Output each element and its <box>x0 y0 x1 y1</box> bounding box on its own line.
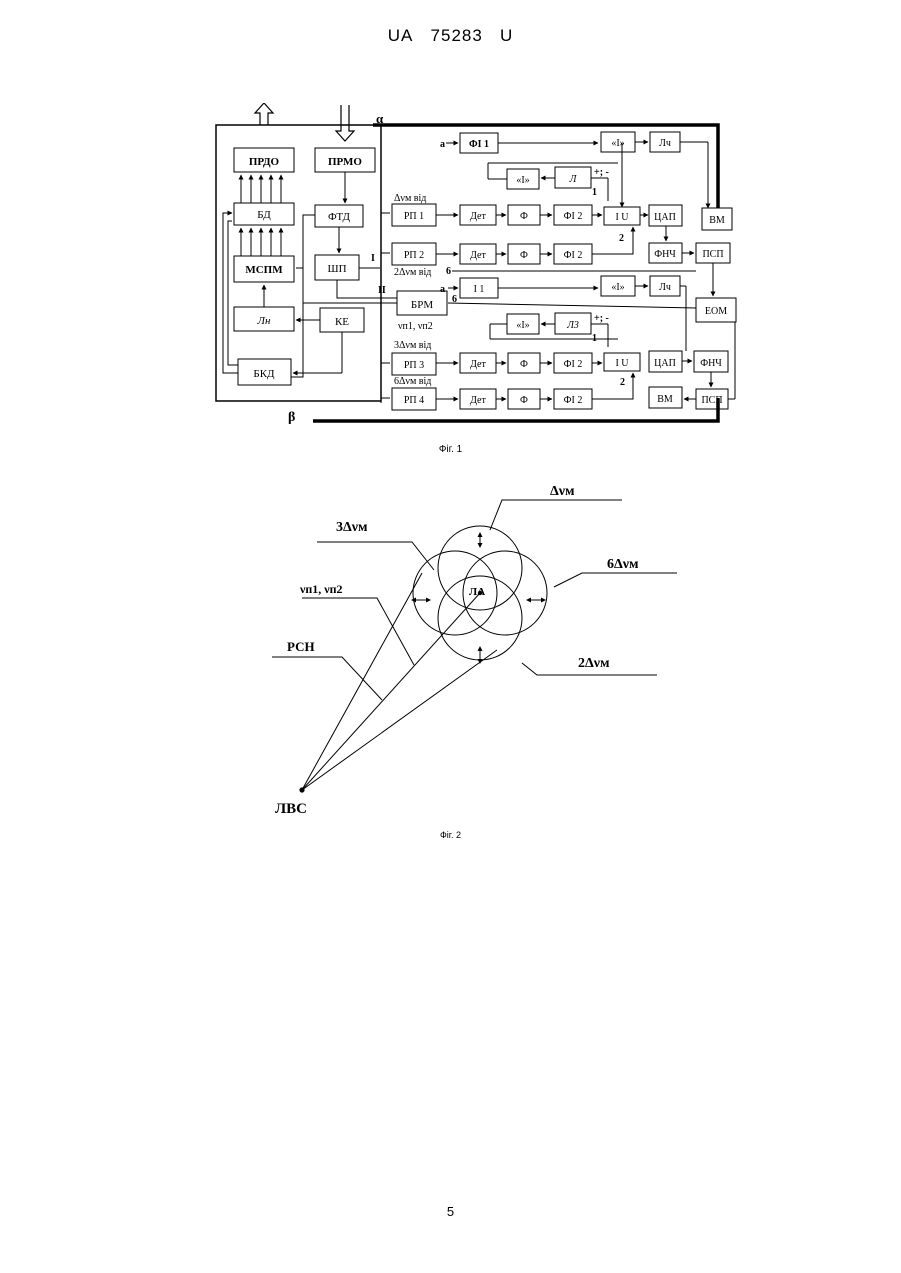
label-fig2-rsn: РСН <box>287 639 315 654</box>
header-kind: U <box>500 26 513 46</box>
block-prmo: ПРМО <box>328 156 362 168</box>
label-alpha: α <box>376 111 384 126</box>
label-dv2: 2Δνм від <box>394 267 431 278</box>
figure-2-caption: Фіг. 2 <box>0 830 901 840</box>
label-roman-2: ІІ <box>378 285 386 296</box>
block-psp-bot: ПСП <box>701 395 722 406</box>
figure-2-diagram: Δνм 3Δνм 6Δνм 2Δνм νп1, νп2 РСН ЛА ЛВС <box>262 475 692 825</box>
label-fig2-la: ЛА <box>469 586 485 598</box>
block-f3: Ф <box>520 359 528 370</box>
block-shp: ШП <box>327 263 346 275</box>
header-country: UA <box>388 26 414 46</box>
label-fig2-dv6: 6Δνм <box>607 557 639 572</box>
label-a-1: а <box>440 139 445 150</box>
block-rp1: РП 1 <box>404 211 424 222</box>
block-vm-top: ВМ <box>709 215 725 226</box>
label-fig2-dv3: 3Δνм <box>336 520 368 535</box>
block-fi2-4: ФІ 2 <box>564 395 583 406</box>
block-f1: Ф <box>520 211 528 222</box>
block-det1: Дет <box>470 211 486 222</box>
figure-1-caption: Фіг. 1 <box>0 444 901 455</box>
figure-1-block-diagram: ПРДО ПРМО БД ФТД МСПМ ШП Лн КЕ БКД БРМ Ф… <box>208 103 745 435</box>
block-rp2: РП 2 <box>404 250 424 261</box>
block-prdo: ПРДО <box>249 156 280 168</box>
label-one-1: 1 <box>592 187 597 198</box>
block-lch-mid: Лч <box>659 282 671 293</box>
block-fi2-3: ФІ 2 <box>564 359 583 370</box>
block-psp-top: ПСП <box>702 249 723 260</box>
block-i1: І 1 <box>474 284 485 295</box>
label-two-1: 2 <box>619 233 624 244</box>
block-int2-mid: «І» <box>516 320 529 331</box>
block-brm: БРМ <box>411 299 433 311</box>
label-roman-1: І <box>371 253 375 264</box>
label-dv: Δνм від <box>394 193 426 204</box>
label-beta: β <box>288 410 295 425</box>
label-six-1: 6 <box>446 266 451 277</box>
page-number: 5 <box>0 1204 901 1219</box>
block-f4: Ф <box>520 395 528 406</box>
block-fi2-2: ФІ 2 <box>564 250 583 261</box>
block-rp4: РП 4 <box>404 395 424 406</box>
label-pm-1: +; - <box>594 167 609 178</box>
block-fnch-top: ФНЧ <box>654 249 676 260</box>
block-eom: ЕОМ <box>705 306 727 317</box>
block-fnch-bot: ФНЧ <box>700 358 722 369</box>
label-dv6: 6Δνм від <box>394 376 431 387</box>
block-fi2-1: ФІ 2 <box>564 211 583 222</box>
label-fig2-dv2: 2Δνм <box>578 656 610 671</box>
block-det3: Дет <box>470 359 486 370</box>
block-lch-top: Лч <box>659 138 671 149</box>
label-six-2: 6 <box>452 294 457 305</box>
block-cap-top: ЦАП <box>654 212 676 223</box>
block-det4: Дет <box>470 395 486 406</box>
block-mspm: МСПМ <box>245 264 283 276</box>
label-fig2-dv: Δνм <box>550 484 575 499</box>
block-i-u-top: І U <box>615 212 629 223</box>
label-fig2-lvs: ЛВС <box>275 801 307 817</box>
label-two-2: 2 <box>620 377 625 388</box>
block-cap-bot: ЦАП <box>654 358 676 369</box>
label-fig2-vn: νп1, νп2 <box>299 582 343 596</box>
block-ln: Лн <box>257 315 271 327</box>
block-bkd: БКД <box>253 368 275 380</box>
block-vm-bot: ВМ <box>657 394 673 405</box>
block-i-u-bot: І U <box>615 358 629 369</box>
block-l-top: Л <box>569 174 578 185</box>
label-one-2: 1 <box>592 333 597 344</box>
block-fi1: ФІ 1 <box>469 139 489 150</box>
block-int2-top: «І» <box>516 175 529 186</box>
block-f2: Ф <box>520 250 528 261</box>
block-ke: КЕ <box>335 316 349 328</box>
block-rp3: РП 3 <box>404 360 424 371</box>
block-int-top: «І» <box>611 138 624 149</box>
block-ftd: ФТД <box>328 211 350 223</box>
label-a-2: а <box>440 284 445 295</box>
block-det2: Дет <box>470 250 486 261</box>
header-number: 75283 <box>431 26 483 46</box>
block-int-mid: «І» <box>611 282 624 293</box>
label-vn: νп1, νп2 <box>398 321 433 332</box>
label-dv3: 3Δνм від <box>394 340 431 351</box>
patent-header: UA 75283 U <box>0 26 901 46</box>
block-bd: БД <box>257 209 271 221</box>
block-l3: Л3 <box>566 320 579 331</box>
label-pm-2: +; - <box>594 313 609 324</box>
